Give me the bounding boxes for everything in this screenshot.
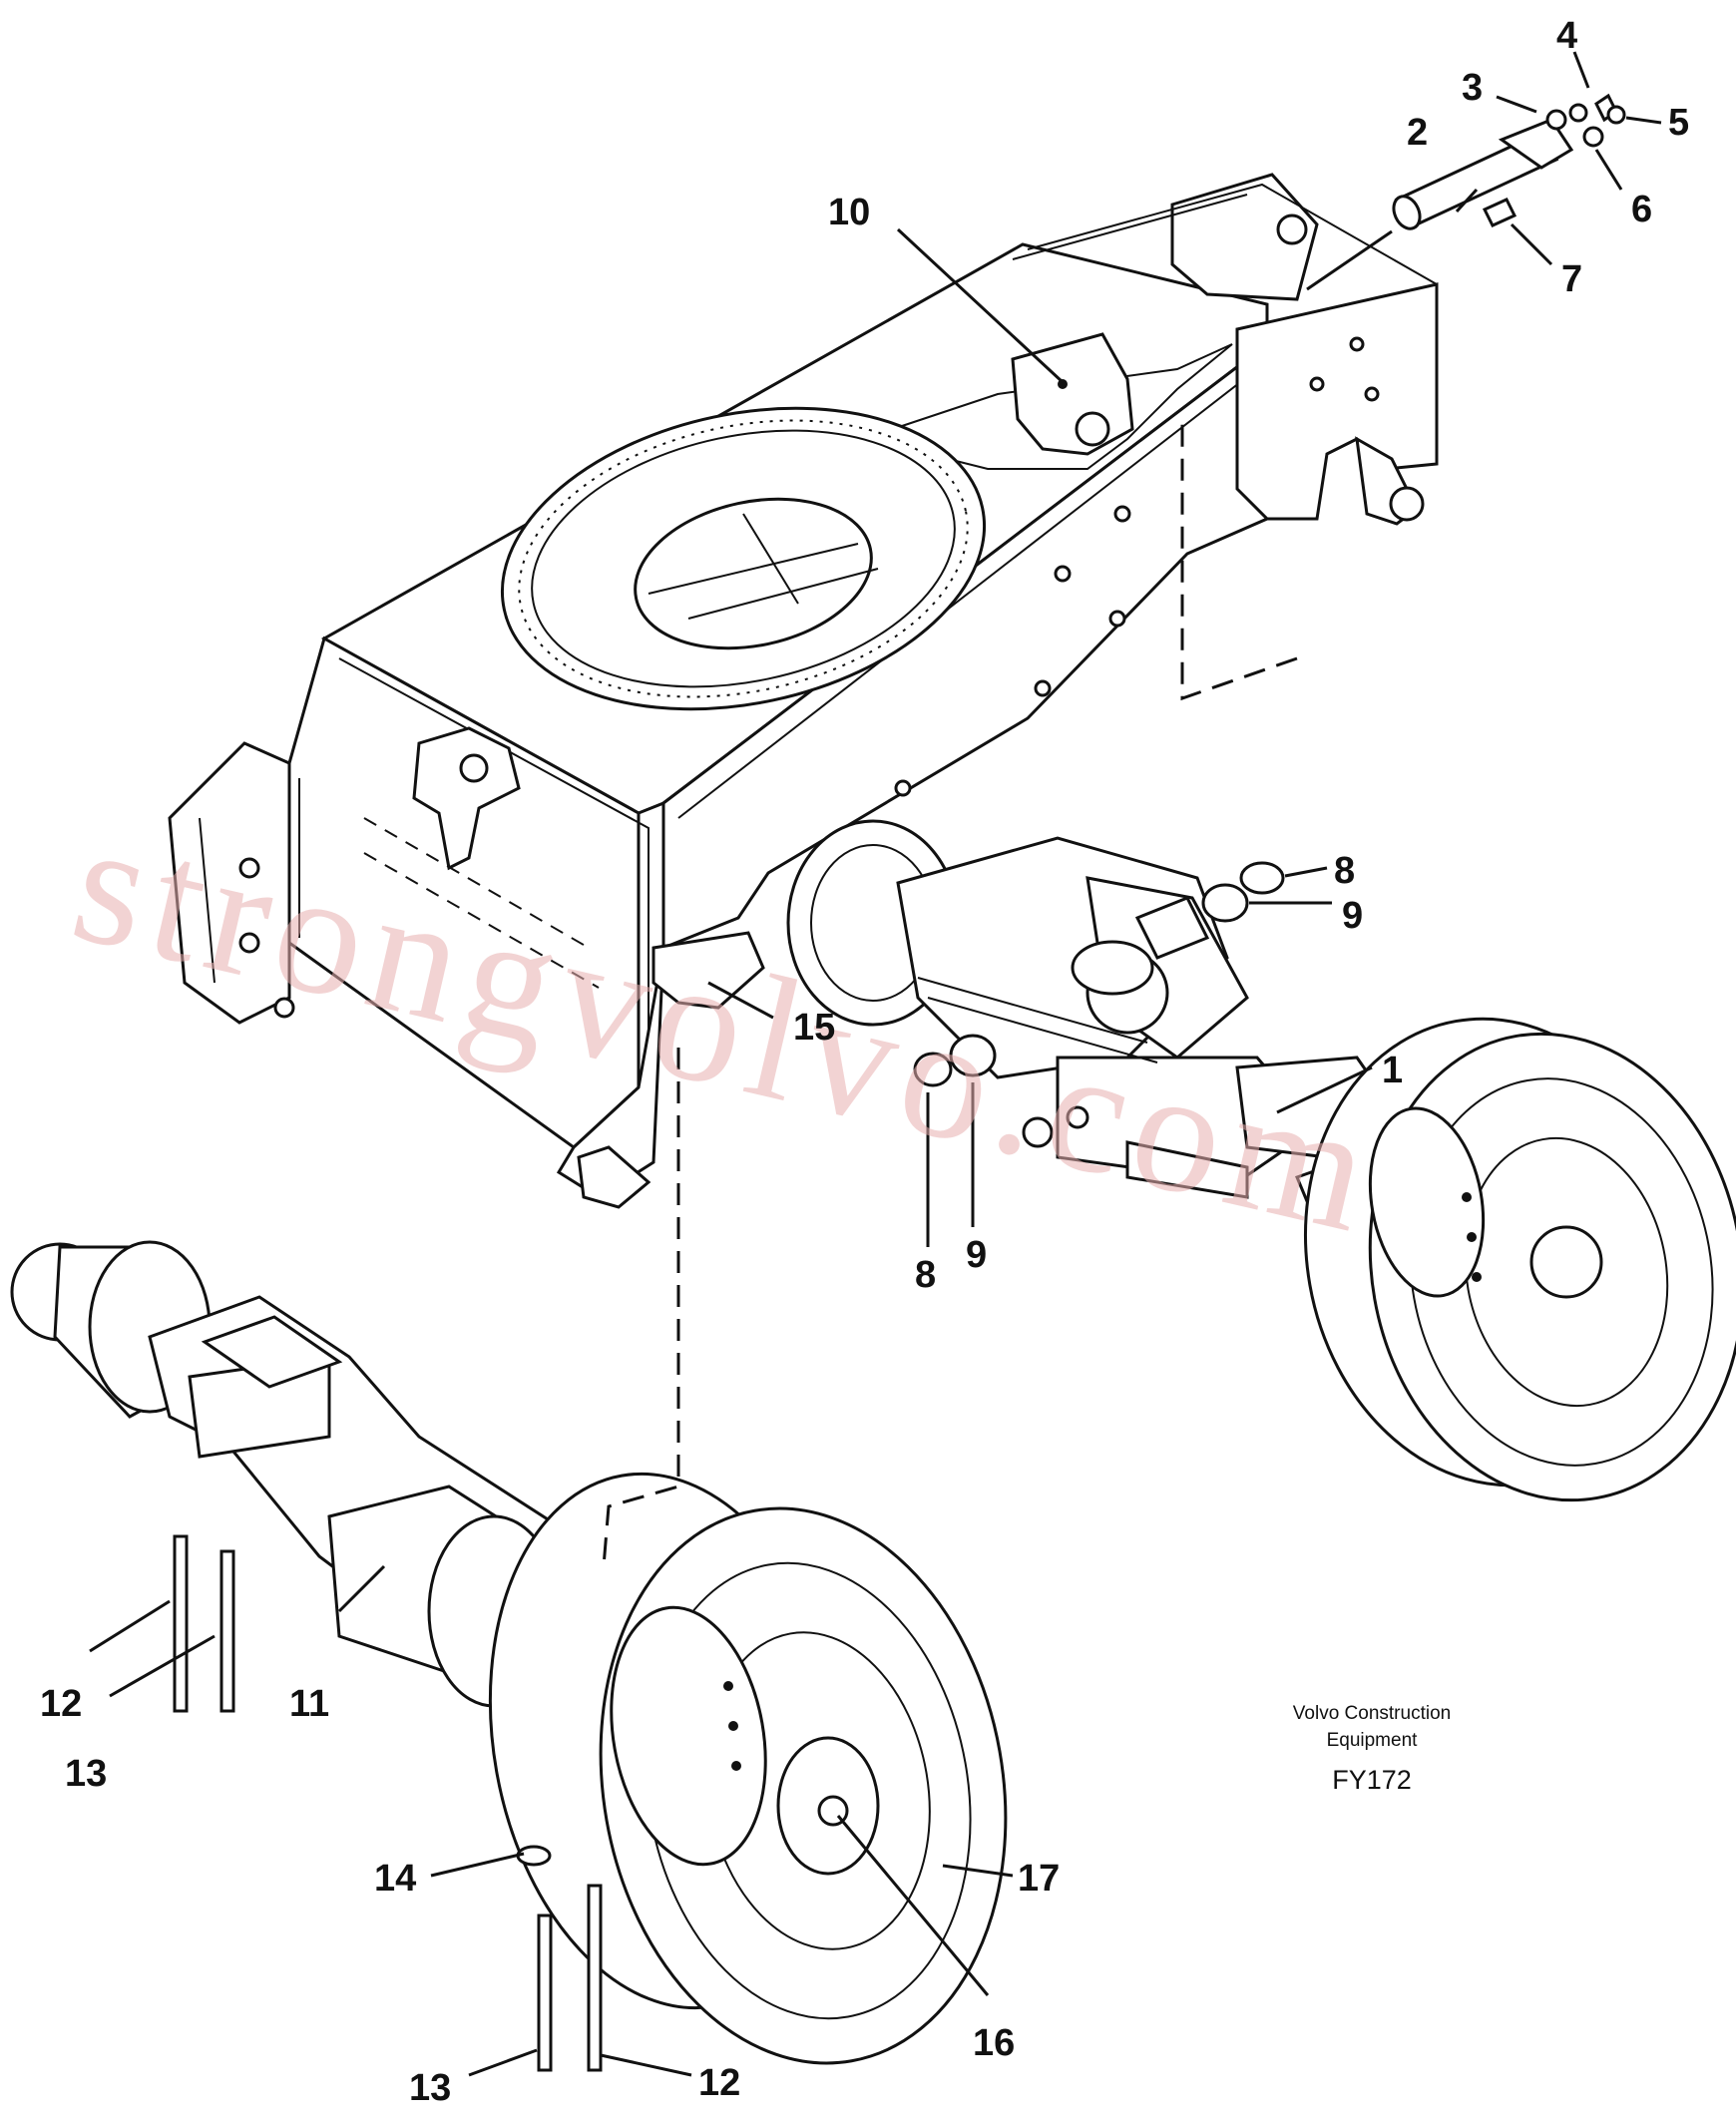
callout-14: 14 <box>374 1858 416 1900</box>
bolts <box>173 1534 603 2072</box>
callout-1: 1 <box>1382 1050 1403 1091</box>
callout-8-lower: 8 <box>915 1254 936 1296</box>
front-wheel <box>488 1472 1008 2065</box>
callout-9-upper: 9 <box>1342 895 1363 937</box>
callout-7: 7 <box>1561 258 1582 300</box>
callout-13-upper: 13 <box>65 1753 107 1795</box>
callout-10: 10 <box>828 192 870 233</box>
callout-2: 2 <box>1407 112 1428 154</box>
figure-code: FY172 <box>1332 1765 1412 1795</box>
leader-lines <box>89 51 1662 2077</box>
callout-12-lower: 12 <box>698 2062 740 2104</box>
caption-line-1: Volvo Construction <box>1293 1703 1451 1724</box>
caption-line-2: Equipment <box>1327 1730 1419 1751</box>
rear-wheel <box>1303 1017 1736 1502</box>
callout-12-upper: 12 <box>40 1683 82 1725</box>
callout-16: 16 <box>973 2022 1015 2064</box>
callout-11: 11 <box>289 1683 329 1725</box>
callout-15: 15 <box>793 1007 835 1049</box>
slewing-ring <box>500 406 987 711</box>
pin-assembly <box>1306 93 1626 291</box>
callout-13-lower: 13 <box>409 2067 451 2109</box>
callout-5: 5 <box>1668 102 1689 144</box>
callout-17: 17 <box>1018 1858 1060 1900</box>
diagram-caption: Volvo Construction Equipment FY172 <box>1293 1703 1451 1795</box>
callout-6: 6 <box>1631 189 1652 230</box>
front-axle <box>10 1240 690 1779</box>
callout-labels: 1 2 3 4 5 6 7 8 9 8 9 10 11 12 13 14 15 … <box>40 15 1689 2109</box>
assembly-paths <box>602 419 1298 1567</box>
callout-9-lower: 9 <box>966 1234 987 1276</box>
rear-axle <box>786 819 1404 1239</box>
callout-3: 3 <box>1462 67 1483 109</box>
callout-8-upper: 8 <box>1334 850 1355 892</box>
callout-4: 4 <box>1556 15 1577 57</box>
bushings-upper <box>913 861 1285 1087</box>
